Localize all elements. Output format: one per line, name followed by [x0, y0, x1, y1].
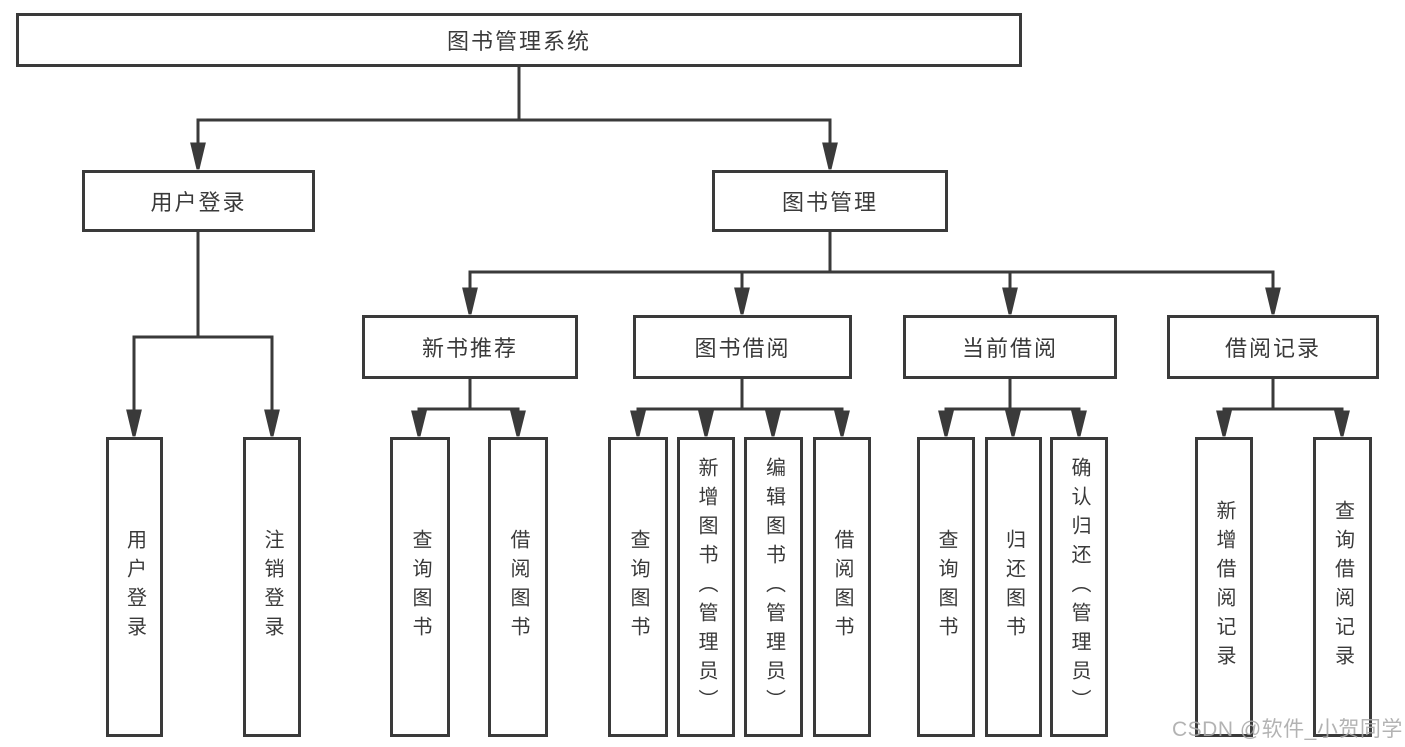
leaf-borrow-query-books: 查询图书	[608, 437, 668, 737]
node-user-login: 用户登录	[82, 170, 315, 232]
leaf-borrow-borrow-books: 借阅图书	[813, 437, 871, 737]
connector-borrowing-records-children	[1216, 379, 1350, 437]
leaf-recommend-borrow-books: 借阅图书	[488, 437, 548, 737]
arrowhead-icon	[698, 410, 714, 437]
arrowhead-icon	[834, 410, 850, 437]
leaf-current-query-books: 查询图书	[917, 437, 975, 737]
arrowhead-icon	[734, 287, 750, 315]
arrowhead-icon	[1334, 410, 1350, 437]
leaf-user-login: 用户登录	[106, 437, 163, 737]
leaf-records-add-record: 新增借阅记录	[1195, 437, 1253, 737]
arrowhead-icon	[765, 410, 781, 437]
arrowhead-icon	[510, 410, 526, 437]
leaf-recommend-query-books: 查询图书	[390, 437, 450, 737]
leaf-logout: 注销登录	[243, 437, 301, 737]
connector-root-to-level1	[190, 67, 838, 170]
connector-user-login-children	[126, 232, 280, 437]
arrowhead-icon	[1002, 287, 1018, 315]
node-current-borrowing: 当前借阅	[903, 315, 1117, 379]
arrowhead-icon	[126, 409, 142, 437]
connector-new-book-recommendation-children	[411, 379, 526, 437]
arrowhead-icon	[264, 409, 280, 437]
csdn-watermark: CSDN @软件_小贺同学	[1172, 718, 1403, 741]
connector-book-management-children	[462, 232, 1281, 315]
node-borrowing-records: 借阅记录	[1167, 315, 1379, 379]
arrowhead-icon	[822, 142, 838, 170]
connector-book-borrowing-children	[630, 379, 850, 437]
leaf-records-query-record: 查询借阅记录	[1313, 437, 1372, 737]
node-new-book-recommendation: 新书推荐	[362, 315, 578, 379]
arrowhead-icon	[1216, 410, 1232, 437]
node-root: 图书管理系统	[16, 13, 1022, 67]
node-book-borrowing: 图书借阅	[633, 315, 852, 379]
leaf-borrow-add-books-admin: 新增图书（管理员）	[677, 437, 735, 737]
arrowhead-icon	[190, 142, 206, 170]
leaf-current-return-books: 归还图书	[985, 437, 1042, 737]
leaf-borrow-edit-books-admin: 编辑图书（管理员）	[744, 437, 803, 737]
arrowhead-icon	[630, 410, 646, 437]
arrowhead-icon	[1071, 410, 1087, 437]
connector-current-borrowing-children	[938, 379, 1087, 437]
arrowhead-icon	[1265, 287, 1281, 315]
arrowhead-icon	[462, 287, 478, 315]
arrowhead-icon	[1005, 410, 1021, 437]
arrowhead-icon	[938, 410, 954, 437]
node-book-management: 图书管理	[712, 170, 948, 232]
arrowhead-icon	[411, 410, 427, 437]
leaf-current-confirm-return-admin: 确认归还（管理员）	[1050, 437, 1108, 737]
